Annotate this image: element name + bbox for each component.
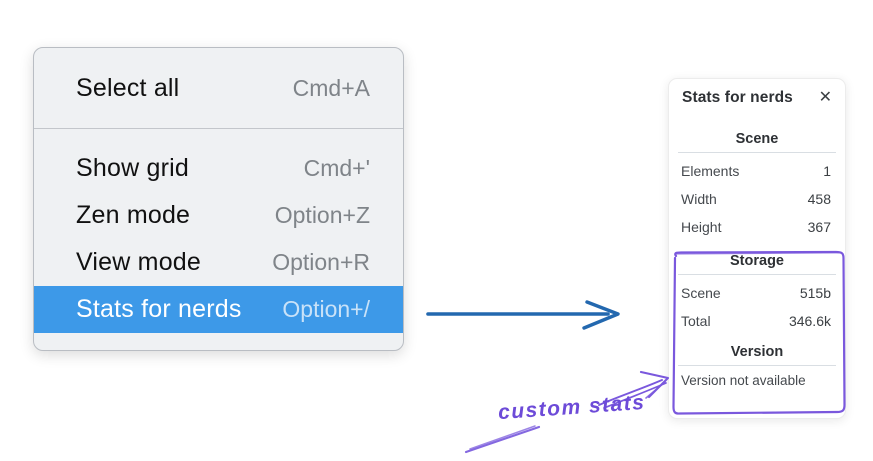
close-icon[interactable]: ✕ [818,89,832,106]
section-heading-version: Version [730,344,784,360]
menu-item-shortcut: Cmd+' [303,155,370,181]
stat-row-height: Height 367 [669,213,845,241]
annotation-custom-stats-label: custom stats [497,390,647,425]
section-divider [678,365,836,366]
stat-label: Width [681,191,717,207]
stats-panel-header: Stats for nerds ✕ [669,79,845,107]
menu-item-shortcut: Option+/ [282,296,370,322]
menu-separator [34,128,403,129]
stats-panel-title: Stats for nerds [682,89,793,106]
stat-row-elements: Elements 1 [669,157,845,185]
stat-row-scene-storage: Scene 515b [669,279,845,307]
menu-group-top: Select all Cmd+A [34,48,403,128]
menu-group-bottom: Show grid Cmd+' Zen mode Option+Z View m… [34,129,403,350]
menu-item-shortcut: Cmd+A [292,74,370,101]
menu-item-shortcut: Option+R [272,249,370,275]
stat-value: 515b [799,285,831,301]
menu-item-label: Stats for nerds [76,295,242,323]
stats-panel: Stats for nerds ✕ Scene Elements 1 Width… [668,78,846,419]
section-divider [678,274,836,275]
menu-item-shortcut: Option+Z [274,202,370,228]
menu-item-view-mode[interactable]: View mode Option+R [34,239,403,286]
menu-item-label: Select all [76,73,180,102]
stat-value: 346.6k [788,313,831,329]
stat-value: 1 [823,163,831,179]
section-heading-scene: Scene [735,131,779,147]
blue-arrow [426,300,620,330]
menu-item-show-grid[interactable]: Show grid Cmd+' [34,145,403,192]
menu-item-zen-mode[interactable]: Zen mode Option+Z [34,192,403,239]
stat-label: Total [681,313,711,329]
section-heading-storage: Storage [730,253,784,269]
stat-label: Scene [681,285,721,301]
stat-value: 367 [807,219,831,235]
stat-row-width: Width 458 [669,185,845,213]
stat-label: Elements [681,163,740,179]
annotation-stroke [464,425,541,454]
menu-item-label: Show grid [76,154,189,182]
version-note: Version not available [681,373,806,388]
menu-item-stats-for-nerds[interactable]: Stats for nerds Option+/ [34,286,403,333]
context-menu: Select all Cmd+A Show grid Cmd+' Zen mod… [33,47,404,351]
stat-value: 458 [807,191,831,207]
menu-item-select-all[interactable]: Select all Cmd+A [34,62,403,114]
stat-label: Height [681,219,722,235]
stat-row-total-storage: Total 346.6k [669,307,845,335]
menu-item-label: View mode [76,248,202,276]
section-divider [678,152,836,153]
menu-item-label: Zen mode [76,201,191,229]
